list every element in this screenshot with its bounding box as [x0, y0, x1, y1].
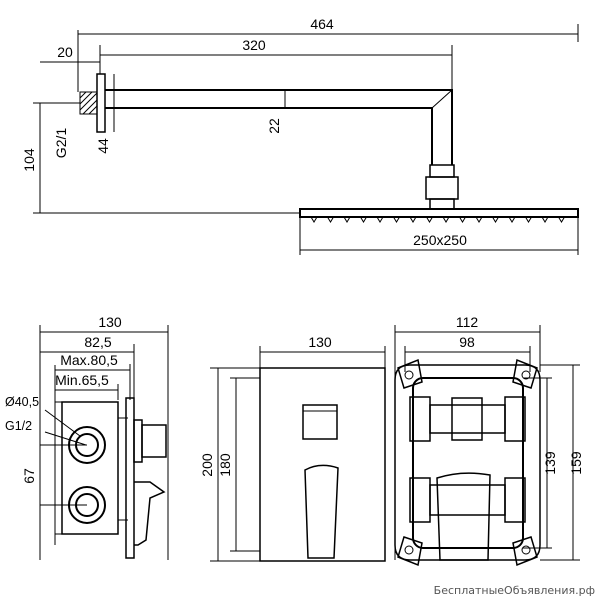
- leader-diameter: [44, 409, 81, 437]
- arm-bend: [431, 89, 453, 109]
- valve-lever-bottom: [436, 472, 491, 561]
- nozzle: [442, 216, 450, 223]
- dim-arm-length: 320: [242, 37, 266, 53]
- dim-outlet-diameter: Ø40,5: [5, 395, 39, 409]
- valve-body-top: [429, 404, 506, 434]
- leader-outlet-thread: [44, 431, 87, 446]
- nozzle: [310, 216, 318, 223]
- dim-drop-height: 104: [21, 148, 37, 172]
- head-nut: [425, 176, 459, 200]
- lever-handle-side: [134, 481, 166, 546]
- dim-max-depth: Max.80,5: [60, 352, 118, 368]
- dim-total-length: 464: [310, 16, 334, 32]
- mixer-box-view: 112 98 139: [394, 314, 584, 567]
- nozzle: [392, 216, 401, 223]
- shower-nozzles: [310, 216, 566, 223]
- cover-plate-side: [125, 397, 135, 559]
- shower-head: [299, 208, 579, 218]
- dim-box-inner-width: 98: [459, 334, 475, 350]
- dim-flange-diameter: 44: [95, 138, 111, 154]
- cover-plate-front: [259, 367, 386, 562]
- nozzle: [557, 216, 566, 223]
- watermark-text: БесплатныеОбъявления.рф: [434, 584, 595, 597]
- dim-min-depth: Min.65,5: [55, 372, 109, 388]
- diverter-knob-side: [141, 424, 167, 458]
- valve-body: [61, 401, 119, 535]
- nozzle: [343, 216, 351, 223]
- nozzle: [326, 216, 335, 223]
- dim-head-size: 250x250: [413, 232, 467, 248]
- dim-thread: G2/1: [53, 128, 69, 159]
- dim-outlet-thread: G1/2: [5, 419, 32, 433]
- nozzle: [376, 216, 384, 223]
- wall-flange: [96, 73, 106, 133]
- valve-cartridge-top: [451, 397, 483, 441]
- shower-view: 464 320 20 22: [21, 16, 579, 255]
- nozzle: [508, 216, 516, 223]
- nozzle: [541, 216, 549, 223]
- dim-inner-height: 180: [217, 453, 233, 477]
- thread-hatch: [79, 91, 98, 115]
- head-swivel: [429, 198, 455, 210]
- lever-handle-front: [304, 464, 339, 559]
- mounting-frame: [394, 364, 541, 561]
- mounting-ears: [397, 358, 538, 567]
- nozzle: [524, 216, 533, 223]
- dim-outlet-spacing: 67: [21, 468, 37, 484]
- nozzle: [359, 216, 368, 223]
- nozzle: [458, 216, 467, 223]
- nozzle: [409, 216, 417, 223]
- dim-box-outer-width: 112: [456, 314, 479, 330]
- nozzle: [491, 216, 500, 223]
- nozzle: [425, 216, 434, 223]
- dim-box-inner-height: 139: [542, 451, 558, 475]
- head-nut-top: [429, 164, 455, 178]
- dim-side-depth: 130: [98, 314, 122, 330]
- dim-box-outer-height: 159: [568, 451, 584, 475]
- dim-side-82: 82,5: [84, 334, 111, 350]
- dim-plate-width: 130: [308, 334, 332, 350]
- mixer-side-view: 130 82,5 Max.80,5 Min.65,5: [5, 314, 169, 560]
- dim-arm-diameter: 22: [266, 118, 282, 134]
- inner-box: [412, 377, 524, 549]
- dim-plate-height: 200: [199, 453, 215, 477]
- mixer-front-view: 130 200 180: [199, 334, 386, 562]
- diverter-base: [133, 419, 143, 463]
- valve-body-bottom: [429, 484, 506, 516]
- dim-flange-offset: 20: [57, 44, 73, 60]
- diverter-knob-front: [302, 404, 338, 440]
- nozzle: [475, 216, 483, 223]
